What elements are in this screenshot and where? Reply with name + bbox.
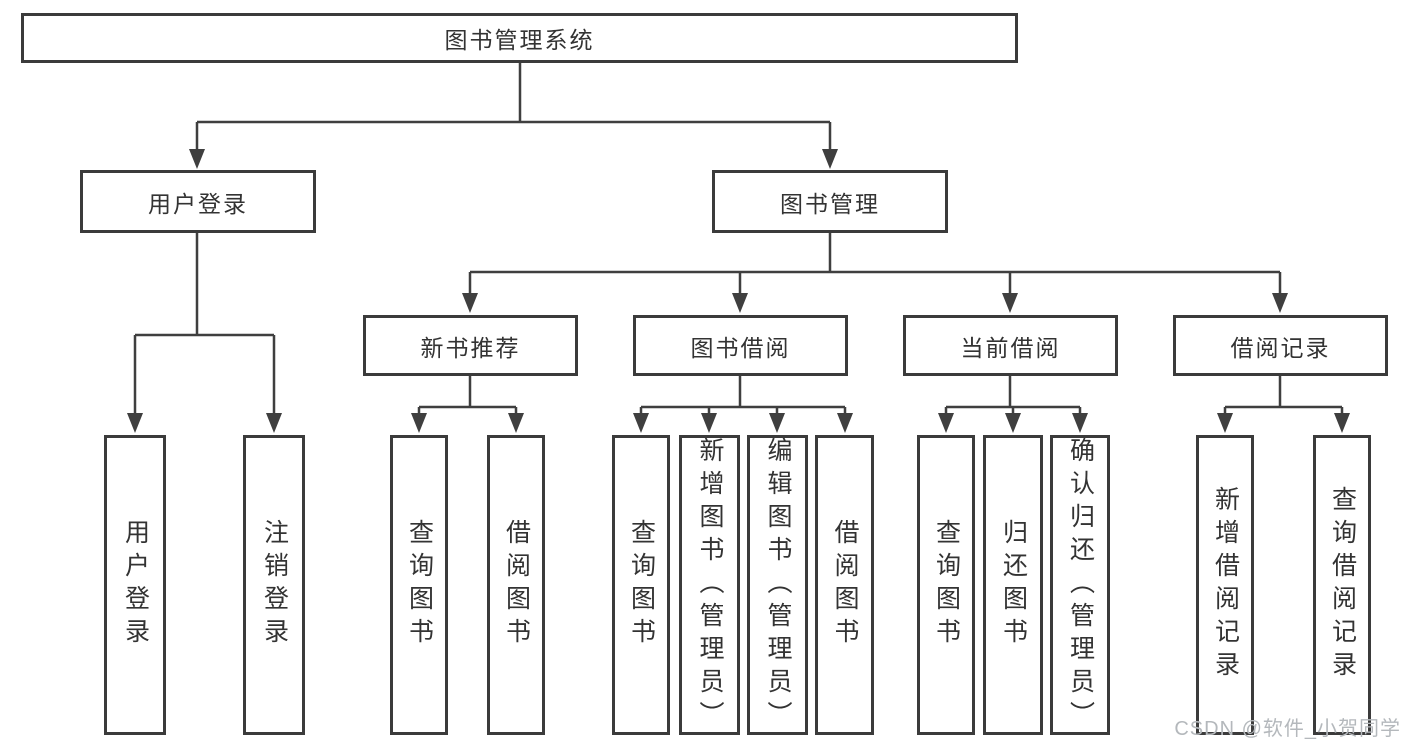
arrow-down-icon	[1002, 293, 1018, 313]
leaf-label: 注销登录	[260, 519, 289, 651]
connector-new-book-recommend-to-leaves	[411, 376, 524, 433]
arrow-down-icon	[462, 293, 478, 313]
arrow-down-icon	[127, 413, 143, 433]
leaf-user-login: 用户登录	[104, 435, 166, 735]
node-label: 图书借阅	[690, 334, 791, 361]
arrow-down-icon	[822, 149, 838, 169]
leaf-label: 查询借阅记录	[1328, 486, 1357, 684]
leaf-label: 新增图书（管理员）	[696, 436, 724, 734]
leaf-query-books-2: 查询图书	[612, 435, 670, 735]
leaf-label: 查询图书	[932, 519, 961, 651]
csdn-watermark: CSDN @软件_小贺同学	[1174, 718, 1401, 740]
arrow-down-icon	[1072, 413, 1088, 433]
arrow-down-icon	[189, 149, 205, 169]
node-label: 借阅记录	[1230, 334, 1331, 361]
leaf-logout: 注销登录	[243, 435, 305, 735]
leaf-edit-book-admin: 编辑图书（管理员）	[747, 435, 808, 735]
leaf-label: 确认归还（管理员）	[1066, 436, 1095, 734]
leaf-label: 借阅图书	[831, 519, 859, 651]
leaf-query-books-3: 查询图书	[917, 435, 975, 735]
arrow-down-icon	[938, 413, 954, 433]
leaf-label: 借阅图书	[502, 519, 531, 651]
leaf-borrow-books-2: 借阅图书	[815, 435, 874, 735]
leaf-label: 查询图书	[405, 519, 434, 651]
leaf-label: 用户登录	[121, 519, 150, 651]
node-label: 用户登录	[148, 190, 248, 217]
arrow-down-icon	[508, 413, 524, 433]
arrow-down-icon	[701, 413, 717, 433]
connector-user-login-to-leaves	[127, 232, 282, 433]
node-label: 新书推荐	[420, 334, 521, 361]
node-book-borrowing: 图书借阅	[633, 315, 848, 376]
node-book-management: 图书管理	[712, 170, 948, 233]
arrow-down-icon	[1272, 293, 1288, 313]
connector-root-to-level1	[189, 63, 838, 169]
connector-book-borrowing-to-leaves	[633, 376, 853, 433]
leaf-label: 查询图书	[627, 519, 656, 651]
arrow-down-icon	[411, 413, 427, 433]
arrow-down-icon	[633, 413, 649, 433]
arrow-down-icon	[1217, 413, 1233, 433]
leaf-query-borrow-record: 查询借阅记录	[1313, 435, 1371, 735]
node-label: 图书管理	[780, 190, 880, 217]
node-borrowing-records: 借阅记录	[1173, 315, 1388, 376]
leaf-add-borrow-record: 新增借阅记录	[1196, 435, 1254, 735]
leaf-label: 新增借阅记录	[1211, 486, 1240, 684]
leaf-label: 编辑图书（管理员）	[764, 436, 792, 734]
arrow-down-icon	[266, 413, 282, 433]
leaf-query-books-1: 查询图书	[390, 435, 448, 735]
arrow-down-icon	[1005, 413, 1021, 433]
connector-current-borrowing-to-leaves	[938, 376, 1088, 433]
arrow-down-icon	[732, 293, 748, 313]
arrow-down-icon	[769, 413, 785, 433]
leaf-label: 归还图书	[999, 519, 1028, 651]
leaf-add-book-admin: 新增图书（管理员）	[679, 435, 740, 735]
node-root: 图书管理系统	[21, 13, 1018, 63]
leaf-borrow-books-1: 借阅图书	[487, 435, 545, 735]
node-label: 图书管理系统	[444, 27, 595, 53]
node-user-login: 用户登录	[80, 170, 316, 233]
leaf-confirm-return-admin: 确认归还（管理员）	[1050, 435, 1110, 735]
connector-book-management-to-level2	[462, 232, 1288, 313]
node-current-borrowing: 当前借阅	[903, 315, 1118, 376]
arrow-down-icon	[1334, 413, 1350, 433]
node-label: 当前借阅	[960, 334, 1061, 361]
connector-borrowing-records-to-leaves	[1217, 376, 1350, 433]
arrow-down-icon	[837, 413, 853, 433]
node-new-book-recommend: 新书推荐	[363, 315, 578, 376]
leaf-return-books: 归还图书	[983, 435, 1043, 735]
